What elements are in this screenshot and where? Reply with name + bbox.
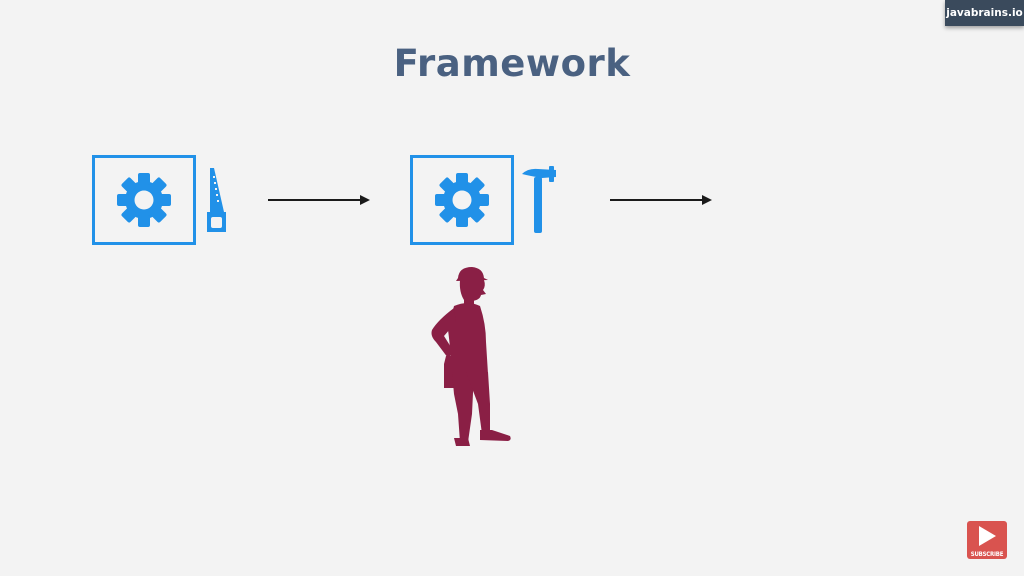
construction-worker-icon <box>431 267 511 446</box>
subscribe-label: SUBSCRIBE <box>970 551 1004 558</box>
gear-icon <box>117 173 171 227</box>
component-box-1 <box>92 155 196 245</box>
hammer-icon <box>522 166 556 233</box>
arrow-2 <box>610 195 712 205</box>
page-title: Framework <box>393 42 631 85</box>
component-box-2 <box>410 155 514 245</box>
brand-badge[interactable]: javabrains.io <box>945 0 1024 26</box>
saw-icon <box>207 168 226 232</box>
play-icon <box>979 526 996 546</box>
subscribe-button[interactable]: SUBSCRIBE <box>967 521 1007 559</box>
gear-icon <box>435 173 489 227</box>
arrow-1 <box>268 195 370 205</box>
